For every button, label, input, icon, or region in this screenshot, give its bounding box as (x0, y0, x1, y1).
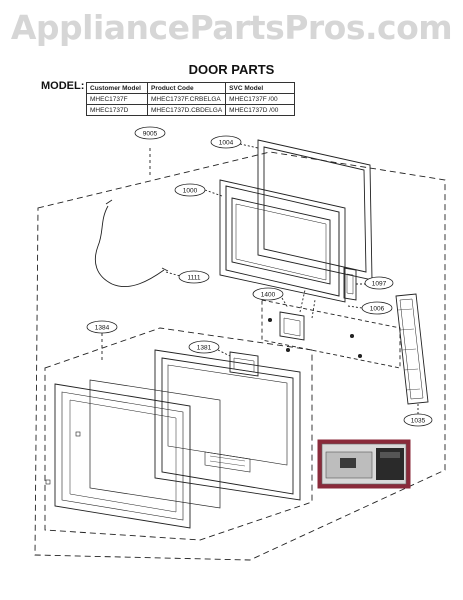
callout-label: 1384 (95, 325, 110, 332)
callout-1400: 1400 (252, 287, 284, 301)
assembly-outline-9005 (34, 151, 446, 561)
door-outer-frame (154, 349, 301, 501)
model-table: Customer Model Product Code SVC Model MH… (86, 82, 296, 116)
callout-label: 1035 (411, 418, 426, 425)
leader-line (239, 143, 259, 149)
callout-label: 1111 (187, 275, 200, 282)
table-cell: MHEC1737D /00 (225, 104, 296, 116)
control-bracket-1400 (261, 289, 401, 369)
control-board-photo (317, 439, 411, 489)
leader-line (281, 297, 289, 309)
leader-line (347, 305, 363, 309)
callout-label: 9005 (143, 131, 158, 138)
callout-1000: 1000 (174, 183, 206, 197)
callout-1097: 1097 (364, 276, 394, 290)
leader-line (217, 349, 231, 357)
front-door-panel (45, 383, 191, 529)
callout-1384: 1384 (86, 320, 118, 334)
callout-label: 1000 (183, 188, 198, 195)
callout-1035: 1035 (403, 413, 433, 427)
callout-label: 1004 (219, 140, 234, 147)
table-row: MHEC1737D MHEC1737D.CBDELGA MHEC1737D /0… (86, 104, 296, 116)
callout-1381: 1381 (188, 340, 220, 354)
latch-part-1097 (343, 267, 357, 301)
model-label: MODEL: (41, 80, 85, 92)
leader-line (204, 189, 223, 197)
side-trim-1035 (395, 293, 429, 405)
callout-label: 1006 (370, 306, 385, 313)
door-inner-panel-1000 (219, 179, 346, 303)
assembly-outline-1384 (44, 327, 313, 541)
callout-1006: 1006 (361, 301, 393, 315)
door-frame-1004 (257, 139, 373, 281)
glass-panel (89, 379, 221, 509)
callout-label: 1097 (372, 281, 387, 288)
page-title: DOOR PARTS (188, 62, 275, 77)
callout-label: 1400 (261, 292, 276, 299)
table-cell: MHEC1737D.CBDELGA (146, 104, 227, 116)
callout-1004: 1004 (210, 135, 242, 149)
table-row: MHEC1737F MHEC1737F.CRBELGA MHEC1737F /0… (86, 93, 296, 105)
leader-line (165, 271, 181, 277)
watermark: AppliancePartsPros.com (10, 8, 453, 47)
callout-9005: 9005 (134, 126, 166, 140)
callout-1111: 1111 (178, 270, 210, 284)
wire-harness-1111 (94, 205, 165, 288)
callout-label: 1381 (197, 345, 212, 352)
